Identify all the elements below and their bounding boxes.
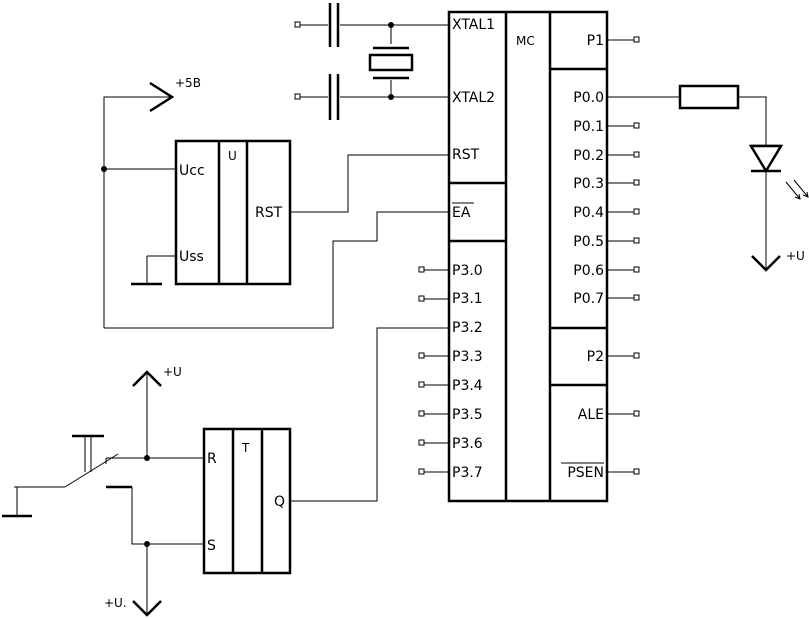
pin-p3-2: P3.2	[452, 320, 483, 336]
power-arrow-up	[132, 370, 162, 387]
power-arrow-5v	[149, 81, 175, 113]
pin-ea: EA	[452, 205, 471, 221]
power-arrow-down	[132, 600, 162, 617]
pin-p3-7: P3.7	[452, 465, 483, 481]
pin-ale: ALE	[578, 407, 604, 423]
pin-p3-6: P3.6	[452, 436, 483, 452]
trigger-r-label: R	[207, 451, 217, 467]
pin-p3-5: P3.5	[452, 407, 483, 423]
power-arrow-led	[751, 255, 781, 272]
pin-xtal1: XTAL1	[452, 17, 495, 33]
light-ray-1	[785, 181, 801, 200]
pin-p0-3: P0.3	[573, 176, 604, 192]
trigger-q-label: Q	[274, 494, 285, 510]
p3-pin-stubs	[418, 266, 449, 475]
trigger-block-title: T	[241, 441, 250, 455]
pin-p0-0: P0.0	[573, 90, 604, 106]
mc-outline	[447, 10, 609, 503]
mc-title: MC	[516, 34, 535, 48]
pin-p0-7: P0.7	[573, 291, 604, 307]
ea-wire	[104, 211, 449, 329]
led-diode	[748, 144, 784, 174]
pin-p1: P1	[587, 33, 604, 49]
reset-ucc-label: Ucc	[179, 163, 205, 179]
pin-p3-1: P3.1	[452, 291, 483, 307]
pin-p3-3: P3.3	[452, 349, 483, 365]
pin-p0-2: P0.2	[573, 148, 604, 164]
pin-p0-6: P0.6	[573, 263, 604, 279]
rst-wire	[290, 154, 449, 213]
pin-p0-4: P0.4	[573, 205, 604, 221]
pin-p0-1: P0.1	[573, 119, 604, 135]
led-circuit: +U	[607, 84, 809, 272]
pin-rst: RST	[452, 147, 480, 163]
pin-xtal2: XTAL2	[452, 90, 495, 106]
reset-block-title: U	[228, 149, 237, 163]
resistor	[678, 84, 740, 110]
reset-block: Ucc Uss U RST	[104, 139, 292, 286]
power-5v-net: +5B	[101, 76, 449, 329]
quartz-crystal	[368, 53, 414, 72]
right-pin-stubs	[607, 36, 640, 475]
trigger-block: R S T Q	[202, 327, 449, 575]
power-label-5v: +5B	[175, 76, 201, 90]
pin-p0-5: P0.5	[573, 234, 604, 250]
crystal-circuit	[294, 3, 449, 120]
pin-p2: P2	[587, 349, 604, 365]
trigger-s-label: S	[207, 538, 216, 554]
pin-p3-4: P3.4	[452, 378, 483, 394]
power-label-u-led: +U	[786, 249, 805, 263]
reset-uss-label: Uss	[179, 249, 204, 265]
microcontroller: MC XTAL1 XTAL2 RST EA P3.0 P3.1 P3.2 P3.…	[447, 10, 609, 503]
power-label-u-bottom: +U.	[104, 596, 127, 610]
light-ray-2	[793, 179, 809, 198]
power-label-u-top: +U	[163, 365, 182, 379]
pin-p3-0: P3.0	[452, 263, 483, 279]
pin-psen: PSEN	[567, 465, 604, 481]
q-to-p3-2-wire	[290, 327, 449, 502]
push-button-circuit: +U +U.	[2, 365, 204, 617]
reset-rst-label: RST	[255, 205, 283, 221]
